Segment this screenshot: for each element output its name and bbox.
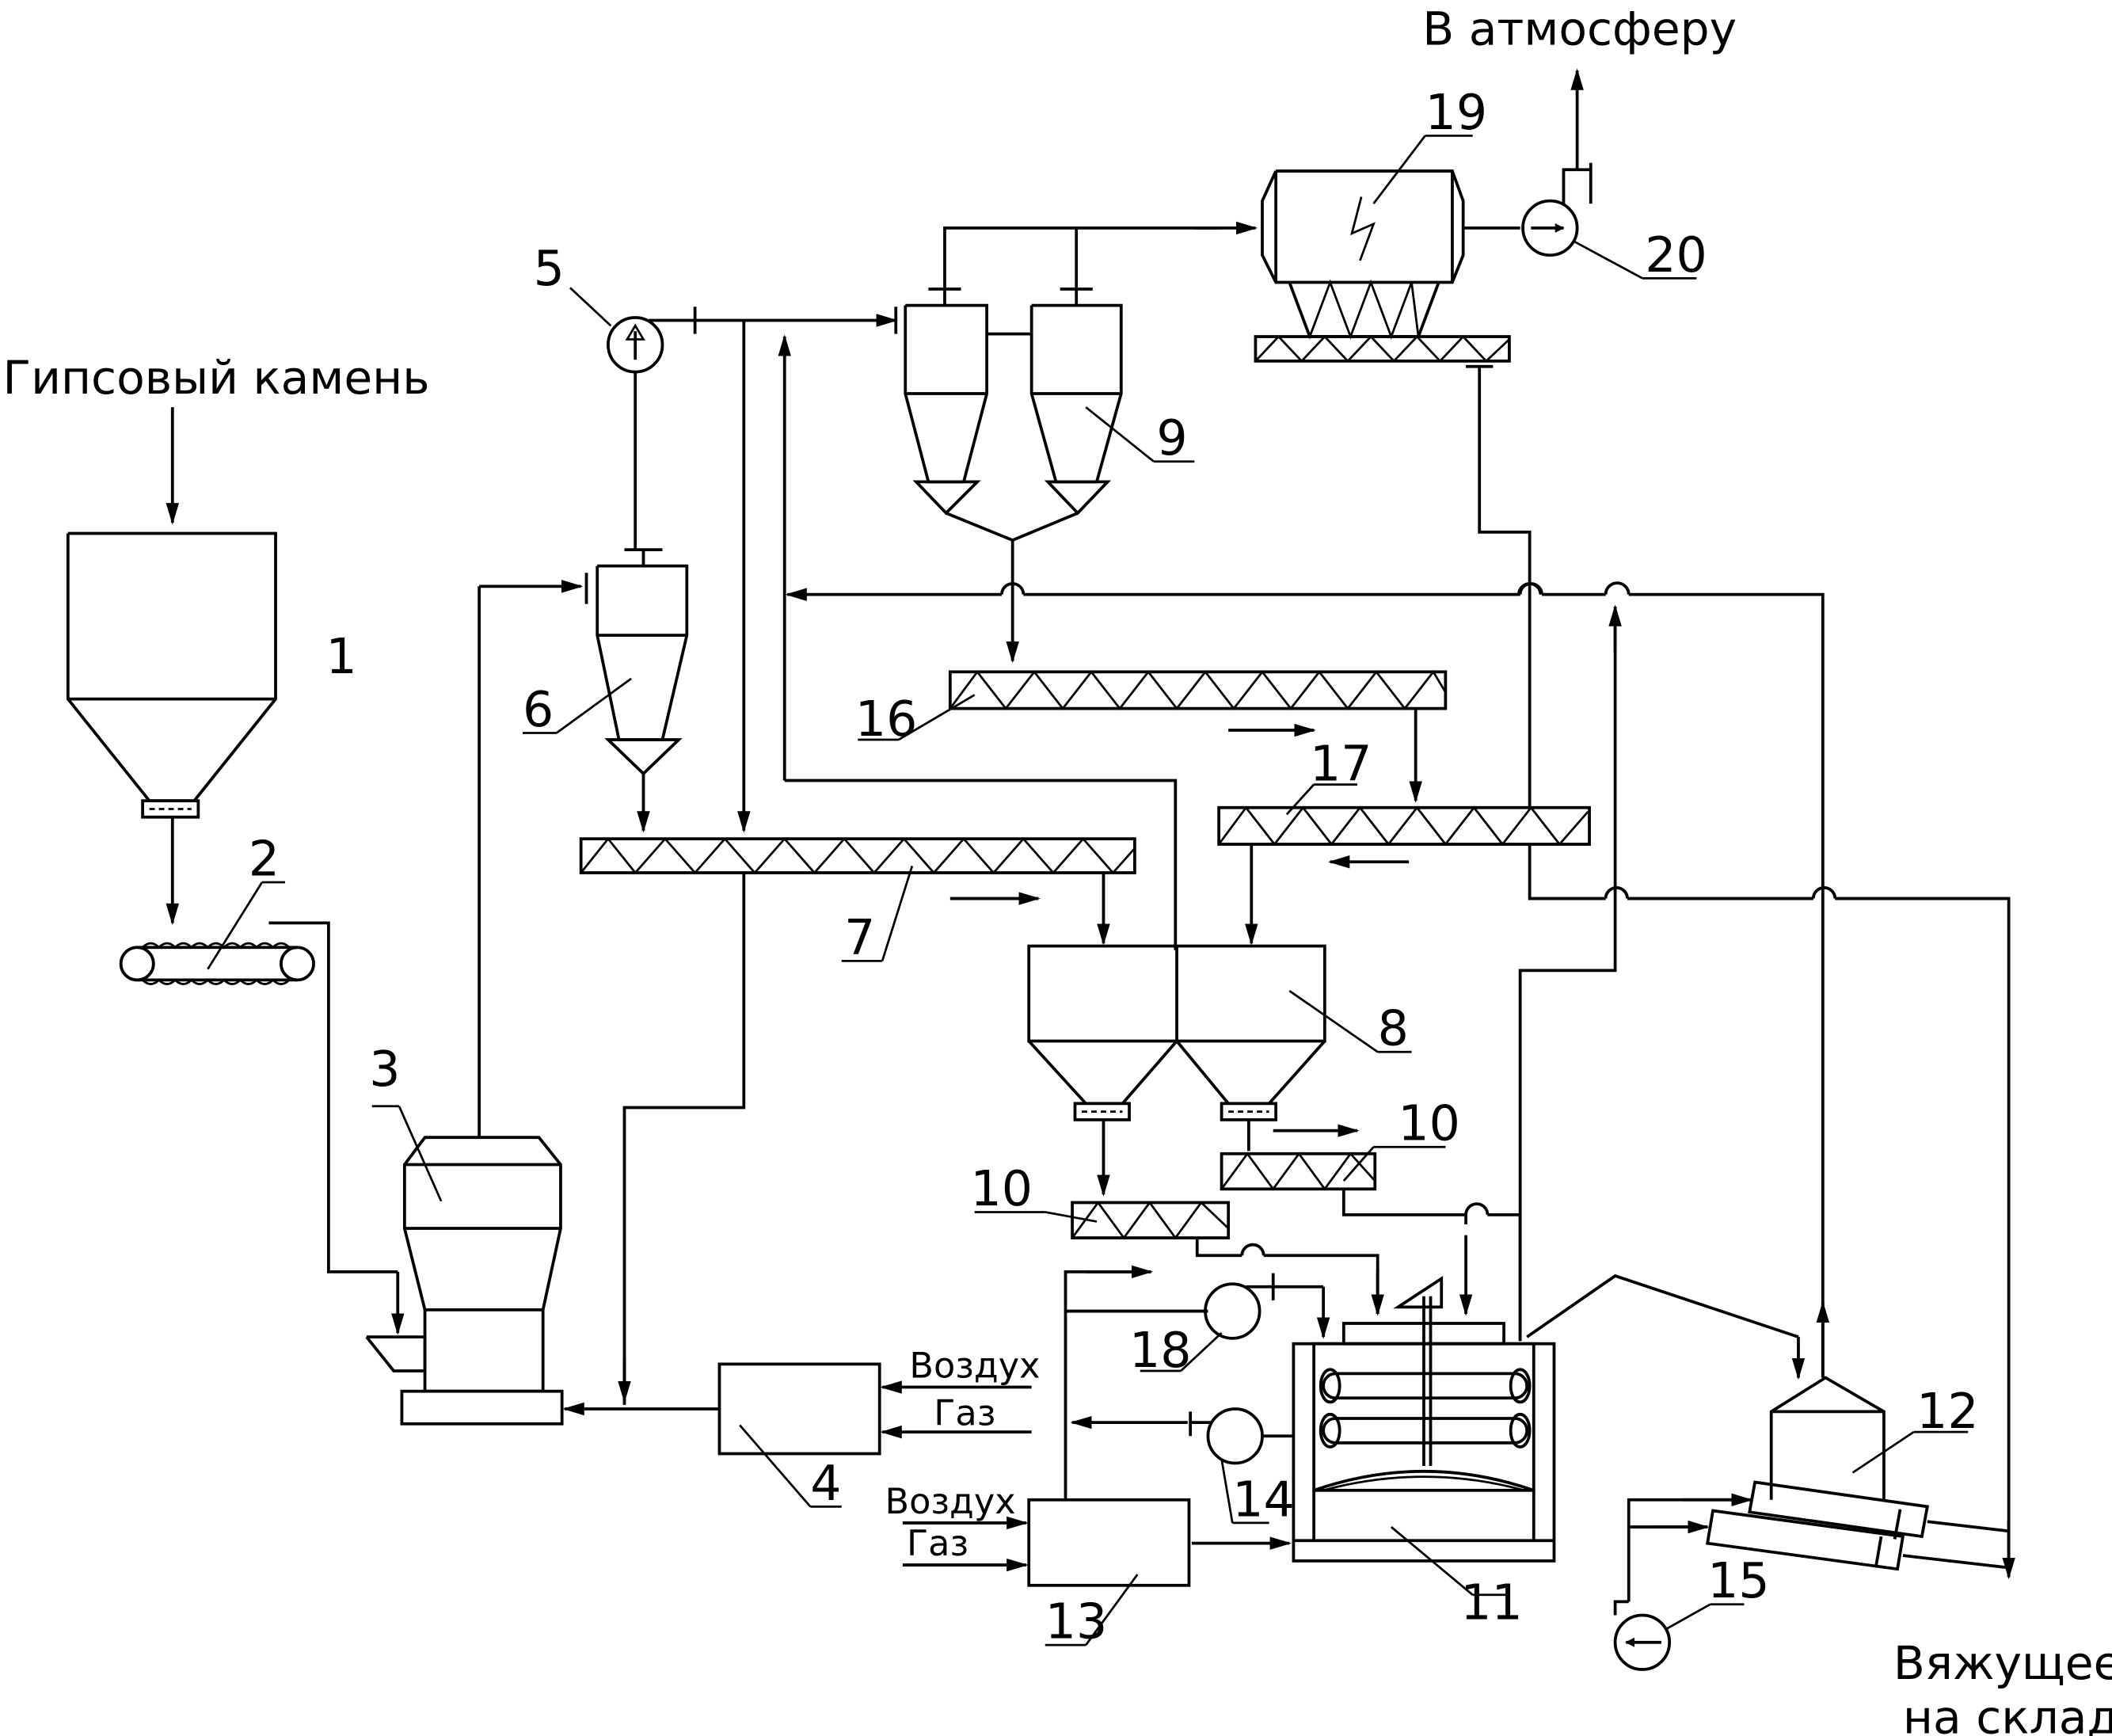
screw-conveyor-7 xyxy=(579,836,1136,1405)
product-label-line1: Вяжущее xyxy=(1893,1636,2112,1690)
num-18: 18 xyxy=(1129,1322,1191,1379)
cyclone-battery-9 xyxy=(894,221,1258,664)
furnace-4 xyxy=(562,1362,1032,1508)
num-16: 16 xyxy=(855,691,918,748)
num-15: 15 xyxy=(1707,1552,1770,1609)
num-12: 12 xyxy=(1916,1383,1979,1440)
air-label-4: Воздух xyxy=(909,1346,1040,1387)
fan-15 xyxy=(1613,1493,1753,1671)
furnace-13 xyxy=(902,1265,1292,1647)
screw-conveyor-16 xyxy=(858,669,1448,803)
num-2: 2 xyxy=(249,830,280,887)
num-4: 4 xyxy=(810,1455,841,1512)
feeder-10-left xyxy=(974,1201,1384,1316)
fan-14 xyxy=(1189,1407,1294,1525)
exhaust-fan-20 xyxy=(1521,68,1697,280)
kettle-11 xyxy=(1292,604,1806,1597)
num-10b: 10 xyxy=(971,1160,1033,1217)
num-1: 1 xyxy=(325,628,356,685)
gas-duct-main xyxy=(694,314,1178,950)
product-label-line2: на склад xyxy=(1903,1691,2112,1736)
num-20: 20 xyxy=(1645,227,1707,284)
recycle-line xyxy=(785,581,1825,1378)
mill-3 xyxy=(365,580,584,1426)
cyclone-6 xyxy=(522,548,689,833)
hopper-1 xyxy=(66,407,277,926)
num-10a: 10 xyxy=(1398,1095,1460,1152)
belt-conveyor-2 xyxy=(119,881,405,1335)
fan-18 xyxy=(1140,1273,1330,1372)
num-6: 6 xyxy=(523,681,554,738)
num-19: 19 xyxy=(1425,84,1488,141)
num-7: 7 xyxy=(844,909,875,966)
exhaust-label: В атмосферу xyxy=(1422,2,1737,56)
num-3: 3 xyxy=(369,1041,400,1098)
num-9: 9 xyxy=(1156,409,1187,466)
cooler-12 xyxy=(1705,1300,2009,1571)
input-material-label: Гипсовый камень xyxy=(3,351,430,405)
bunker-8 xyxy=(1027,944,1412,1197)
screw-conveyor-17 xyxy=(1217,582,2015,1580)
num-8: 8 xyxy=(1378,1000,1409,1057)
gas-label-4: Газ xyxy=(934,1393,995,1434)
num-14: 14 xyxy=(1232,1471,1295,1528)
feeder-10-right xyxy=(1220,1145,1473,1316)
num-13: 13 xyxy=(1045,1593,1107,1650)
num-5: 5 xyxy=(534,240,565,297)
air-label-13: Воздух xyxy=(885,1481,1016,1522)
num-11: 11 xyxy=(1460,1574,1523,1631)
num-17: 17 xyxy=(1310,735,1372,792)
fan-5 xyxy=(569,287,697,550)
precipitator-19 xyxy=(1254,135,1532,587)
gas-label-13: Газ xyxy=(907,1523,968,1564)
